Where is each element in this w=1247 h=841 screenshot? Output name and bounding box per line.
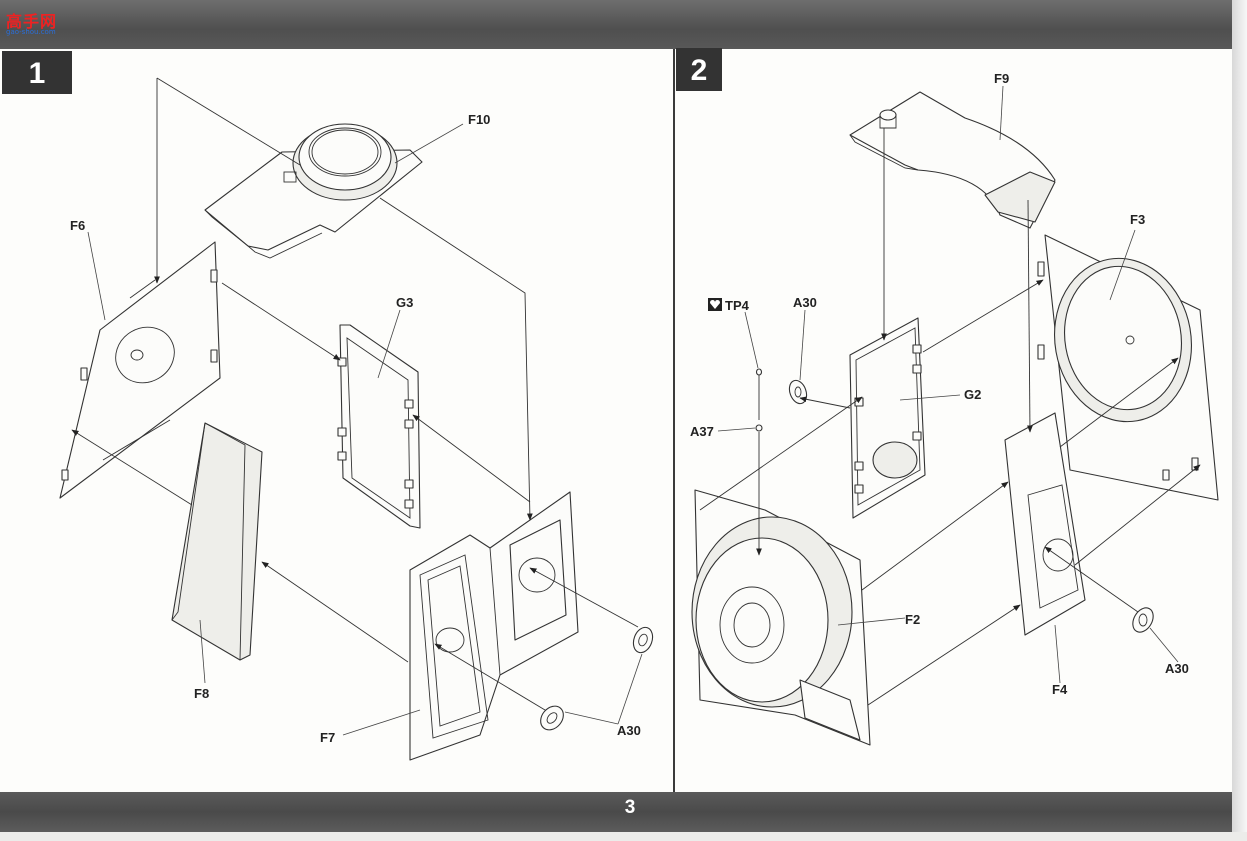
label-f3: F3: [1130, 212, 1145, 227]
label-f8: F8: [194, 686, 209, 701]
label-a30-top: A30: [793, 295, 817, 310]
label-g3: G3: [396, 295, 413, 310]
step-1-diagram: F10 F6 G3 F8 F7 A30: [59, 77, 654, 761]
part-f8: [171, 422, 263, 661]
label-a30: A30: [617, 723, 641, 738]
step-2-diagram: F9 F3 TP4 A30 A37 G2 F2 F4 A30: [690, 71, 1219, 746]
label-f7: F7: [320, 730, 335, 745]
watermark-url: gao-shou.com: [6, 28, 56, 36]
label-g2: G2: [964, 387, 981, 402]
footer-band: [0, 792, 1236, 832]
part-f6: [59, 241, 221, 499]
site-watermark: 高手网 gao-shou.com: [4, 8, 70, 38]
label-f2: F2: [905, 612, 920, 627]
header-band: [0, 0, 1236, 49]
part-f4: [1004, 412, 1086, 636]
step-1-badge: 1: [2, 51, 72, 94]
part-f10: [204, 123, 423, 259]
label-tp4: TP4: [725, 298, 750, 313]
part-a30-wheels: [540, 626, 654, 731]
heart-icon: [708, 298, 722, 311]
part-f3: [1037, 234, 1219, 501]
label-f6: F6: [70, 218, 85, 233]
step-2-arrows: [699, 128, 1201, 706]
part-g3: [337, 324, 421, 529]
label-a30-right: A30: [1165, 661, 1189, 676]
label-f9: F9: [994, 71, 1009, 86]
page-edge-bottom: [0, 832, 1247, 841]
watermark-text: 高手网: [6, 14, 58, 31]
step-divider: [673, 49, 675, 793]
part-f7: [409, 491, 579, 761]
page-number: 3: [624, 797, 636, 818]
part-f2: [691, 489, 871, 746]
label-f10: F10: [468, 112, 490, 127]
step-2-badge: 2: [676, 48, 722, 91]
part-f9: [849, 91, 1056, 229]
part-g2: [849, 317, 926, 519]
label-f4: F4: [1052, 682, 1068, 697]
step-1-arrows: [71, 77, 639, 711]
label-a37: A37: [690, 424, 714, 439]
page-edge-right: [1232, 0, 1247, 841]
